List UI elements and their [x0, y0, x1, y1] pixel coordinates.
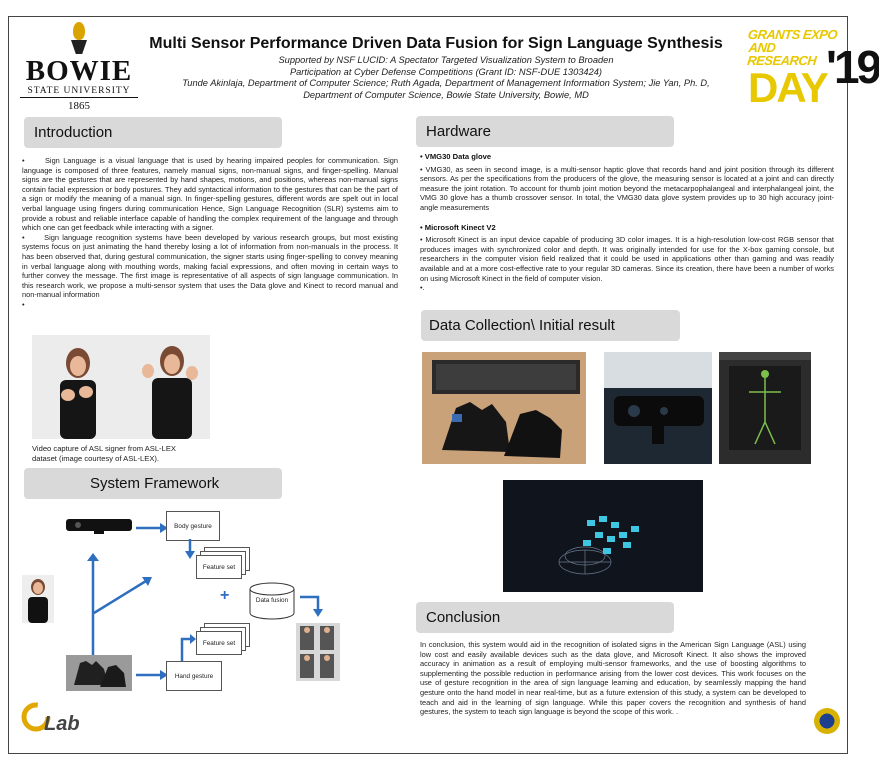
introduction-text: • Sign Language is a visual language tha…: [22, 156, 398, 309]
support-line-2: Participation at Cyber Defense Competiti…: [289, 66, 603, 77]
hardware-text: • VMG30 Data glove • VMG30, as seen in s…: [420, 152, 834, 293]
conclusion-text: In conclusion, this system would aid in …: [420, 640, 806, 717]
introduction-heading: Introduction: [24, 117, 282, 148]
logo-sub: STATE UNIVERSITY: [20, 86, 138, 98]
vmg-title: • VMG30 Data glove: [420, 152, 492, 161]
poster-subtitle: Supported by NSF LUCID: A Spectator Targ…: [150, 55, 742, 101]
feature-set-bottom-box: Feature set: [196, 631, 242, 655]
intro-paragraph-2: • Sign language recognition systems have…: [22, 232, 398, 300]
arrow-right-2: [136, 670, 168, 680]
asl-caption: Video capture of ASL signer from ASL-LEX…: [32, 444, 176, 463]
logo-word: BOWIE: [25, 55, 133, 87]
data-fusion-cylinder: [249, 582, 295, 620]
lab-word: Lab: [44, 713, 80, 735]
logo-year: 1865: [68, 100, 90, 112]
grants-expo-logo: GRANTS EXPO AND RESEARCH DAY '19: [747, 27, 879, 120]
data-collection-heading: Data Collection\ Initial result: [421, 310, 680, 341]
framework-diagram: Body gesture Feature set + Data fusion F…: [20, 505, 400, 695]
glove-photo: [66, 655, 132, 691]
kinect-icon: [66, 519, 132, 534]
support-line-1: Supported by NSF LUCID: A Spectator Targ…: [278, 55, 614, 65]
nsf-logo-icon: [814, 708, 840, 734]
authors-line-1: Tunde Akinlaja, Department of Computer S…: [182, 78, 710, 88]
feature-set-top-box: Feature set: [196, 555, 242, 579]
arrow-up-right: [180, 634, 196, 667]
arrow-down: [185, 539, 195, 559]
authors-line-2: Department of Computer Science, Bowie St…: [303, 89, 589, 100]
hand-gesture-box: Hand gesture: [166, 661, 222, 691]
torch-icon: [68, 22, 90, 56]
lab-c-icon: [21, 702, 51, 732]
kinect-photo: [604, 352, 712, 464]
hand-model-render: [503, 480, 703, 592]
conclusion-heading: Conclusion: [416, 602, 674, 633]
avatar-output-grid: [296, 623, 340, 681]
asl-signer-photo: [32, 335, 210, 439]
diagonal-arrow: [93, 577, 152, 615]
expo-year: '19: [826, 41, 879, 93]
poster-title: Multi Sensor Performance Driven Data Fus…: [149, 35, 723, 52]
plus-sign: +: [220, 587, 230, 604]
bowie-state-logo: BOWIE STATE UNIVERSITY 1865: [20, 22, 138, 112]
data-fusion-label: Data fusion: [255, 597, 289, 604]
lab-logo: Lab: [21, 702, 92, 739]
system-framework-heading: System Framework: [24, 468, 282, 499]
skeleton-tracking-screenshot: [719, 352, 811, 464]
expo-day: DAY: [748, 64, 829, 111]
vmg-text: • VMG30, as seen in second image, is a m…: [420, 164, 834, 212]
kinect-text: • Microsoft Kinect is an input device ca…: [420, 235, 834, 283]
intro-paragraph-1: • Sign Language is a visual language tha…: [22, 156, 398, 233]
arrow-to-output: [300, 595, 323, 617]
signer-thumbnail: [22, 575, 54, 623]
kinect-title: • Microsoft Kinect V2: [420, 222, 496, 232]
body-gesture-box: Body gesture: [166, 511, 220, 541]
arrow-right: [136, 523, 168, 533]
glove-keyboard-photo: [422, 352, 586, 464]
hardware-heading: Hardware: [416, 116, 674, 147]
